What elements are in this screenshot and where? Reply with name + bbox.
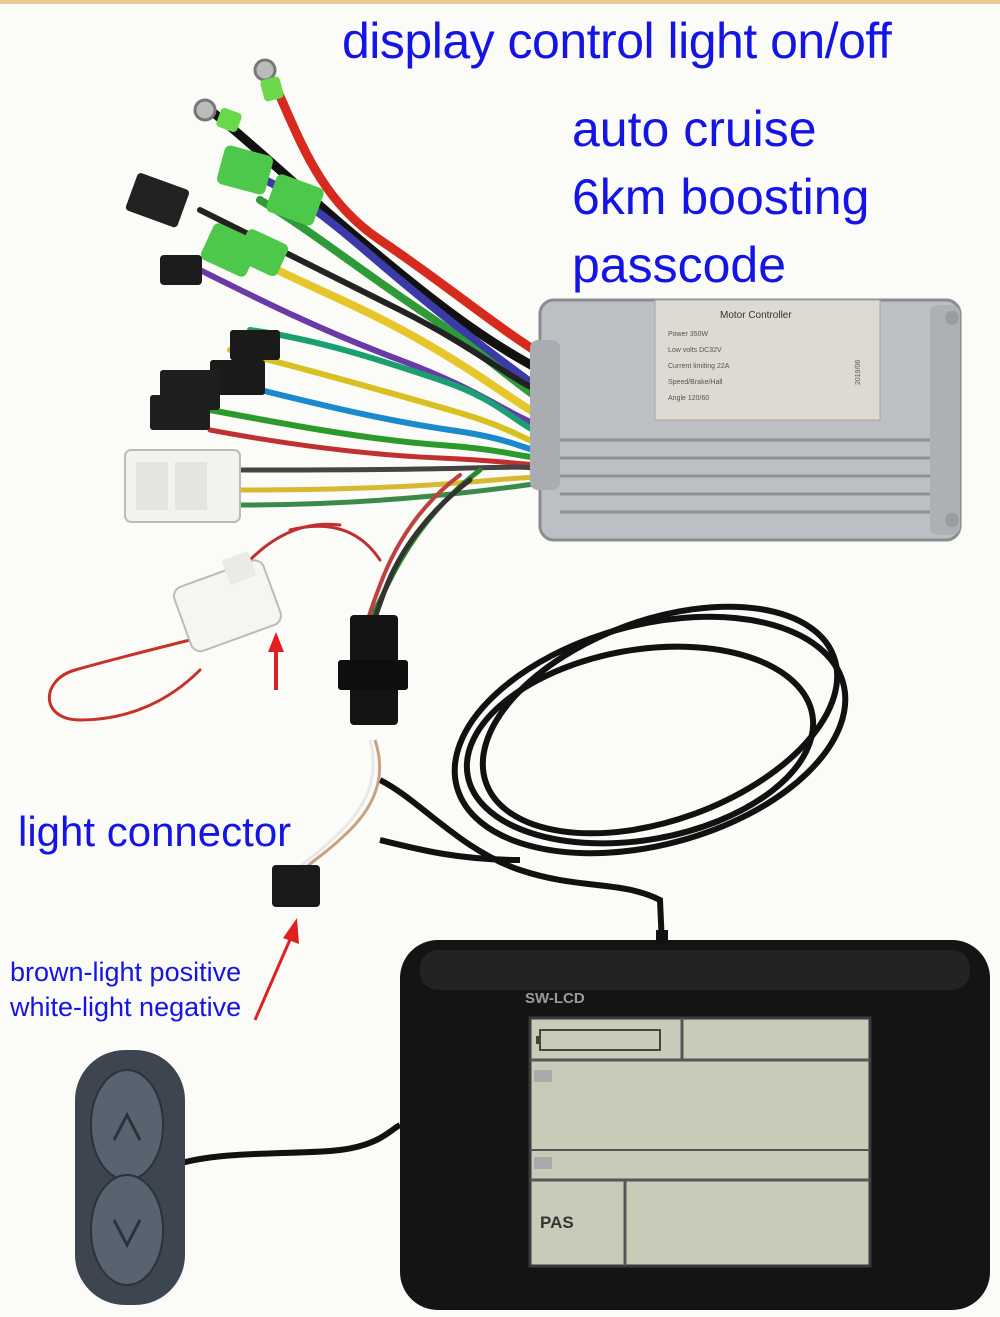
feature-caption: passcode	[572, 237, 787, 293]
up-arrow-icon	[90, 1069, 164, 1181]
brown-wire-caption: brown-light positive	[10, 957, 242, 987]
motor-controller: Motor Controller Power 350W Low volts DC…	[530, 298, 962, 542]
lcd-screen	[528, 1016, 872, 1268]
controller-label-line: 2019/06	[855, 360, 862, 385]
red-arrows	[253, 632, 299, 1021]
down-arrow-icon	[90, 1174, 164, 1286]
controller-label-line: Current limiting 22A	[668, 363, 730, 370]
pas-label: PAS	[540, 1213, 574, 1232]
display-cable-coil	[378, 603, 849, 946]
controller-label-line: Angle 120/60	[668, 395, 709, 402]
light-connector-caption: light connector	[18, 808, 292, 855]
controller-label-line: Speed/Brake/Hall	[668, 379, 723, 386]
light-connector	[272, 739, 382, 907]
button-remote	[75, 1050, 402, 1305]
arrow-icon	[253, 934, 294, 1021]
white-wire-caption: white-light negative	[10, 992, 242, 1022]
headline-caption: display control light on/off	[342, 13, 892, 69]
feature-caption: auto cruise	[572, 101, 817, 157]
wire-connectors	[124, 58, 408, 725]
controller-label-lines: Power 350W Low volts DC32V Current limit…	[668, 331, 862, 402]
controller-label-heading: Motor Controller	[720, 310, 792, 321]
controller-label-line: Low volts DC32V	[668, 347, 722, 354]
display-brand: SW-LCD	[525, 990, 585, 1007]
wire-harness	[47, 80, 555, 722]
feature-caption: 6km boosting	[572, 169, 870, 225]
controller-label-line: Power 350W	[668, 331, 708, 338]
lcd-display-unit: SW-LCD PAS	[400, 930, 990, 1310]
